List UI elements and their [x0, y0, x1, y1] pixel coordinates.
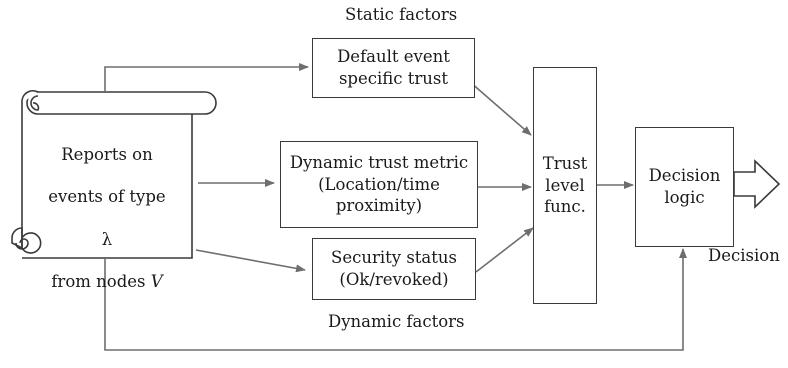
default-event-trust-text: Default event specific trust [337, 47, 450, 88]
dynamic-trust-metric-box: Dynamic trust metric (Location/time prox… [280, 141, 478, 228]
trust-level-function-text: Trust level func. [542, 153, 588, 217]
reports-line-4: from nodes V [22, 271, 192, 292]
reports-node-set-variable: V [150, 271, 163, 291]
dynamic-factors-label: Dynamic factors [328, 312, 465, 331]
reports-scroll-text: Reports on events of type λ from nodes V [22, 123, 192, 313]
reports-line-2: events of type [48, 187, 166, 207]
security-status-box: Security status (Ok/revoked) [312, 238, 476, 300]
reports-line-1: Reports on [61, 145, 153, 165]
security-status-text: Security status (Ok/revoked) [331, 248, 457, 289]
arrow-security-status-to-trust-level [475, 227, 534, 273]
decision-logic-text: Decision logic [648, 166, 721, 207]
decision-output-arrow-icon [733, 159, 781, 209]
arrow-reports-to-default-trust [104, 63, 309, 92]
arrow-reports-bypass-to-decision-logic [104, 248, 687, 351]
dynamic-trust-metric-text: Dynamic trust metric (Location/time prox… [289, 152, 469, 216]
default-event-trust-box: Default event specific trust [312, 38, 475, 98]
arrow-default-trust-to-trust-level [469, 81, 532, 136]
trust-level-function-box: Trust level func. [533, 67, 597, 304]
reports-line-4-prefix: from nodes [51, 271, 151, 291]
decision-output-label: Decision [708, 246, 780, 265]
reports-scroll-shape [11, 89, 217, 259]
decision-logic-box: Decision logic [635, 127, 734, 247]
static-factors-label: Static factors [345, 5, 458, 24]
reports-line-3: λ [101, 229, 113, 249]
arrow-reports-to-security-status [195, 249, 306, 273]
